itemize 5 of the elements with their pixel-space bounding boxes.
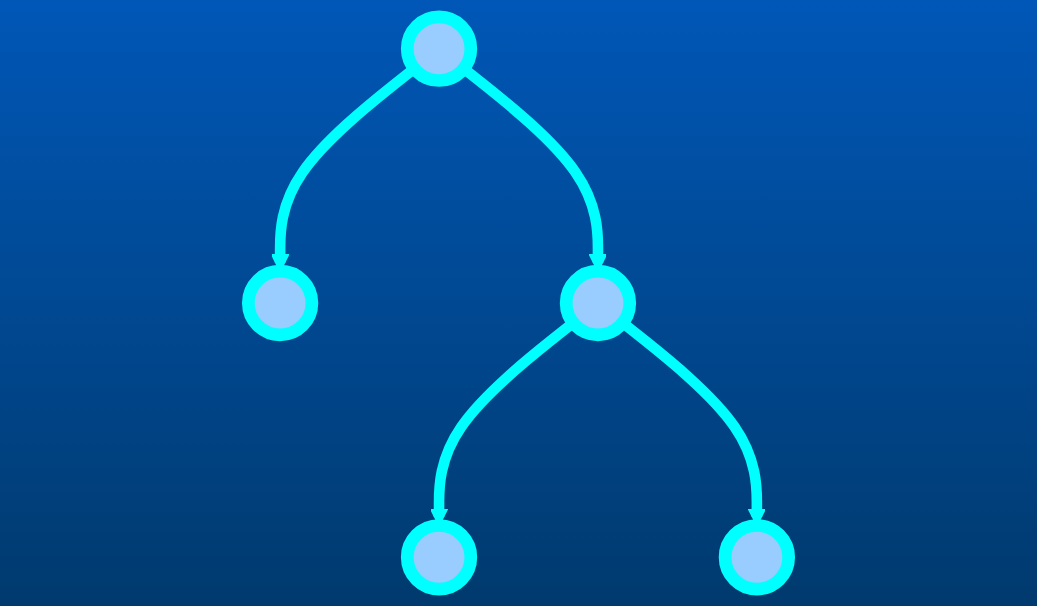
node-circle — [559, 264, 637, 342]
node-circle — [242, 264, 319, 342]
node-circle — [400, 10, 478, 87]
node-circle — [400, 519, 478, 596]
node-circle — [718, 519, 795, 596]
